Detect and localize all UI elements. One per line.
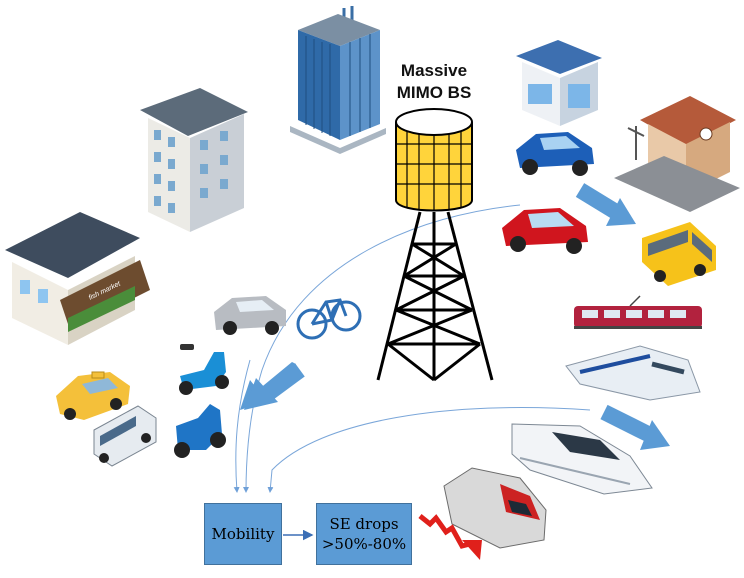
bus-icon xyxy=(93,405,157,467)
se-drops-line2: >50%-80% xyxy=(321,535,407,553)
high-speed-train-icon xyxy=(511,423,653,495)
motor-scooter-icon xyxy=(174,404,226,458)
movement-arrow-lower-right xyxy=(600,404,670,450)
bs-label-line2: MIMO BS xyxy=(396,83,472,102)
taxi-icon xyxy=(56,371,130,420)
movement-arrow-upper-right xyxy=(575,183,636,226)
mobility-box: Mobility xyxy=(204,503,282,565)
blue-car-icon xyxy=(516,132,594,176)
red-car-icon xyxy=(502,208,588,254)
office-tower-icon xyxy=(290,6,386,154)
bs-label-line1: Massive xyxy=(400,61,468,80)
se-drop-arrow-icon xyxy=(418,514,482,560)
massive-mimo-tower-icon xyxy=(376,108,494,382)
red-train-icon xyxy=(443,467,547,549)
se-drops-line1: SE drops xyxy=(329,515,399,533)
se-drops-box: SE drops >50%-80% xyxy=(316,503,412,565)
bullet-train-icon xyxy=(565,345,701,401)
bicycle-icon xyxy=(296,298,362,340)
school-bus-icon xyxy=(642,222,716,286)
signal-lines xyxy=(233,204,591,493)
apartment-building-icon xyxy=(140,88,248,232)
movement-arrow-left xyxy=(240,362,305,410)
fish-market-building-icon: fish market xyxy=(5,212,150,345)
tram-icon xyxy=(574,295,702,329)
store-building-icon xyxy=(516,40,602,126)
silver-car-icon xyxy=(214,296,286,335)
station-building-icon xyxy=(614,96,740,212)
massive-mimo-bs-label: Massive MIMO BS xyxy=(384,60,484,104)
scooter-icon xyxy=(179,344,229,395)
mobility-label: Mobility xyxy=(211,525,275,543)
